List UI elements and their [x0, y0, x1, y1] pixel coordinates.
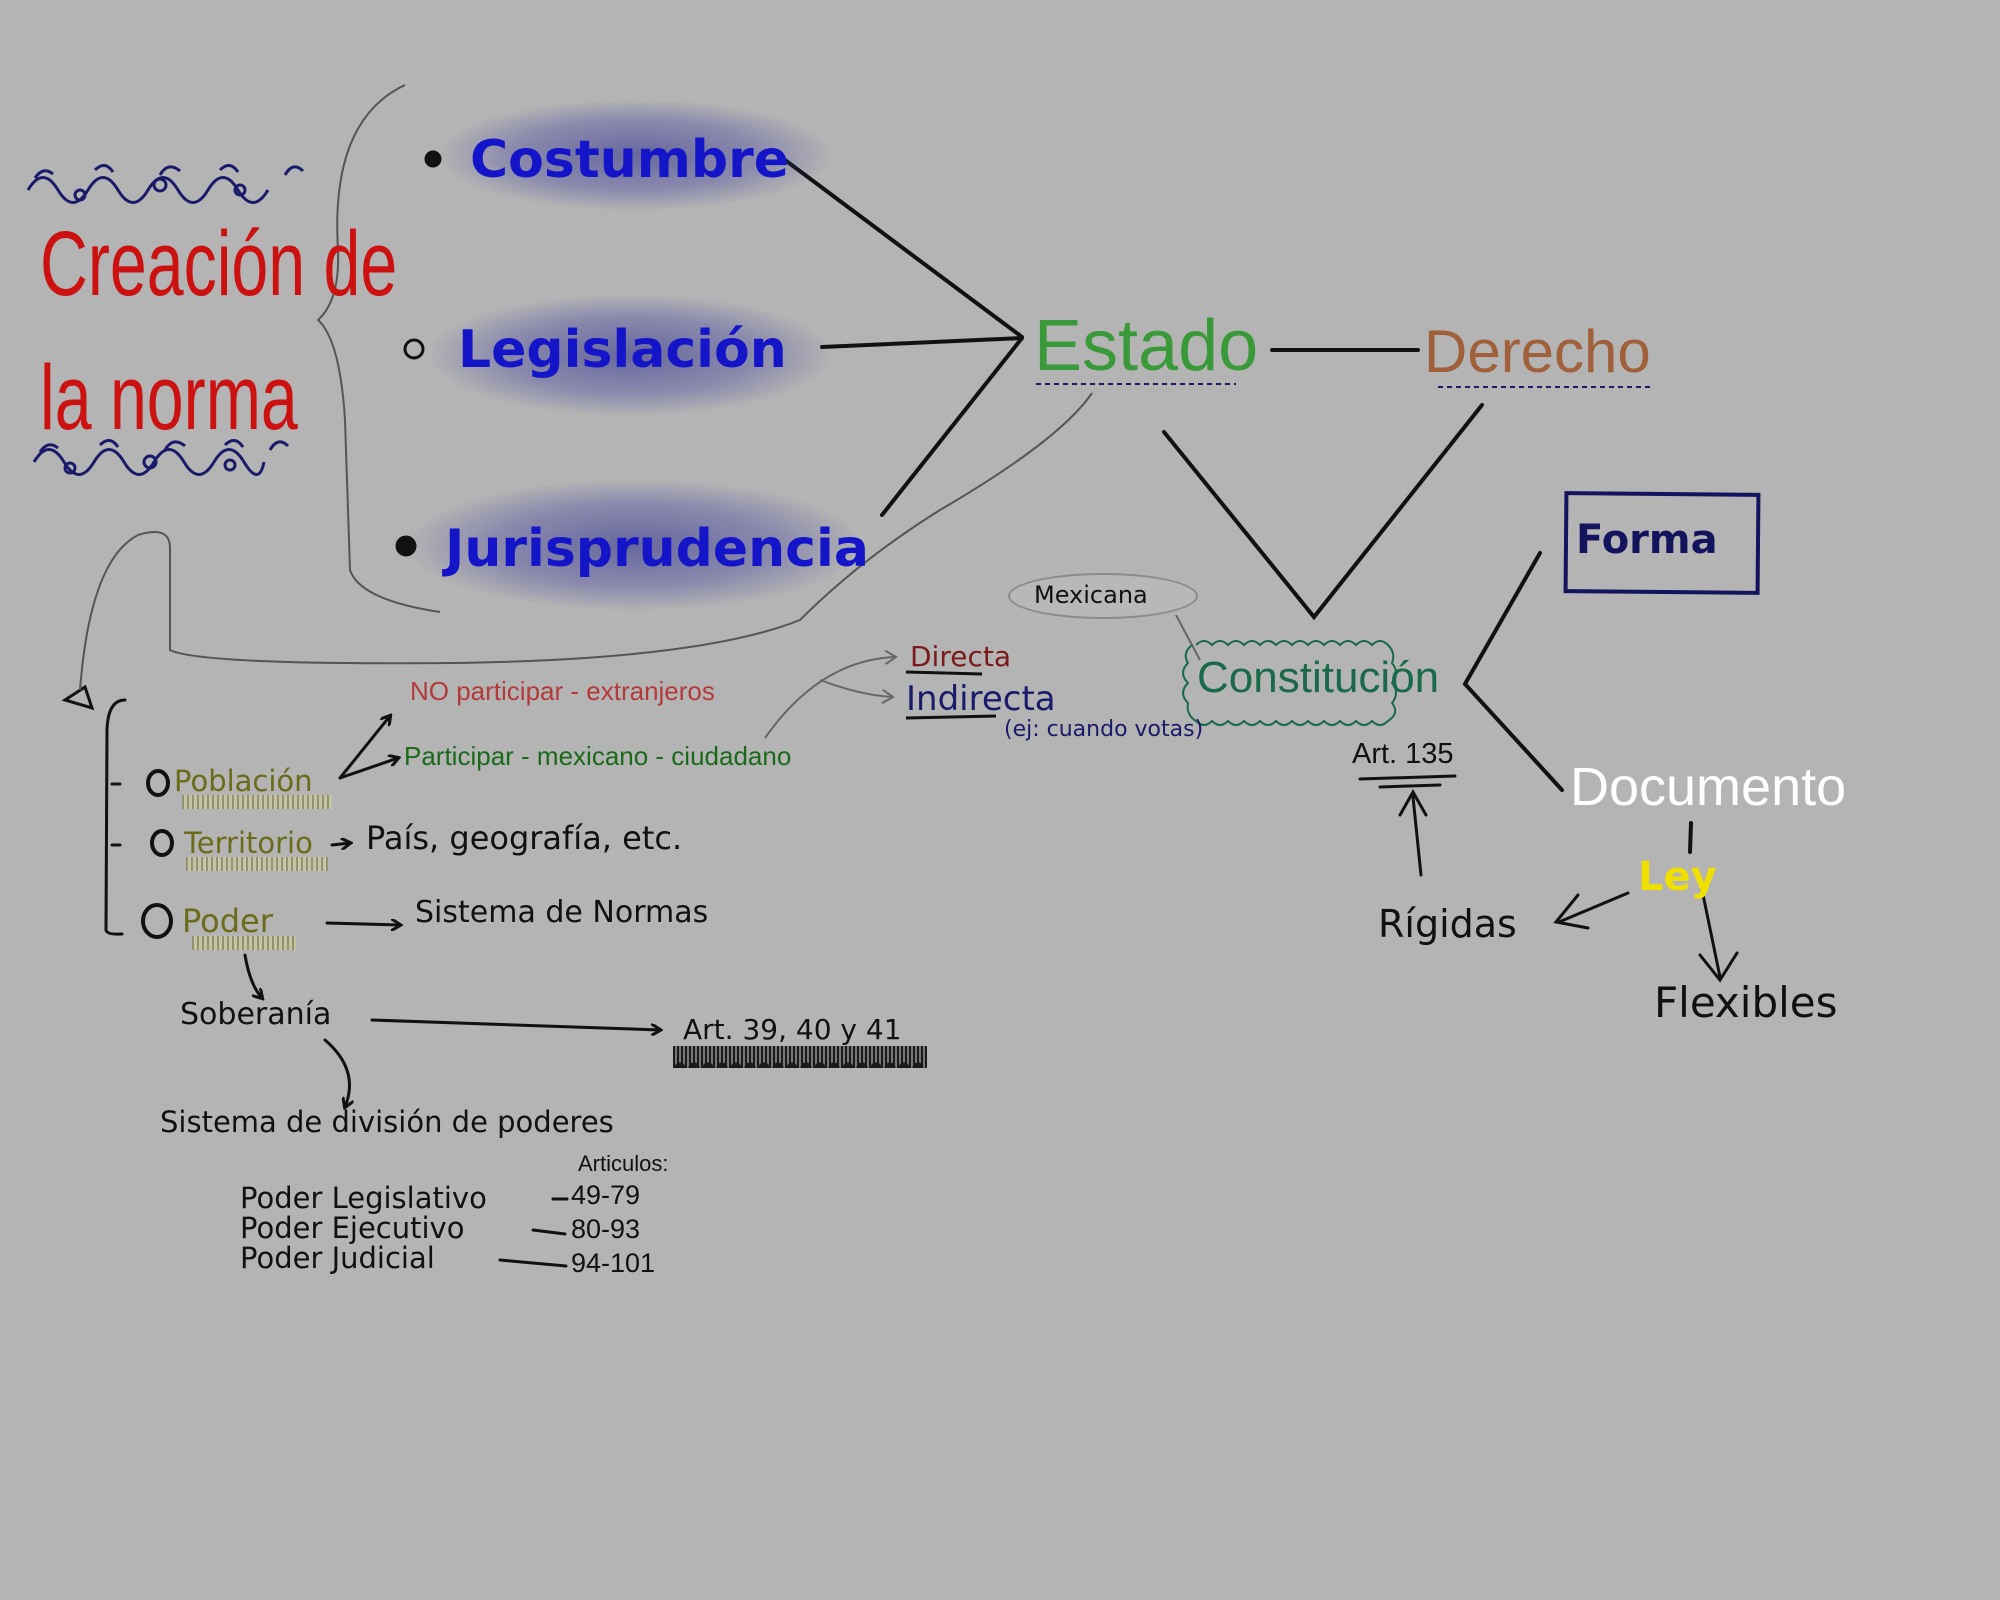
blur-costumbre — [440, 100, 830, 210]
element-poder: Poder — [182, 902, 273, 940]
blur-legislacion — [430, 295, 830, 415]
ornament-top — [26, 164, 305, 204]
arrow-poder-normas — [325, 923, 400, 925]
forma-label: Forma — [1576, 517, 1718, 563]
mexicana-label: Mexicana — [1034, 581, 1148, 609]
rigidas-label: Rígidas — [1378, 902, 1517, 946]
bullet-costumbre — [424, 150, 442, 168]
bullet-poblacion — [146, 769, 170, 797]
arrow-poder-soberania — [243, 953, 262, 998]
arrow-poblacion-participar — [338, 758, 398, 780]
source-costumbre: Costumbre — [470, 130, 790, 190]
source-legislacion: Legislación — [458, 320, 787, 380]
derecho-label: Derecho — [1424, 318, 1651, 385]
articulos-label: Articulos: — [578, 1151, 669, 1176]
ley-label: Ley — [1638, 854, 1717, 900]
articles-judicial: 94-101 — [571, 1248, 656, 1278]
arrow-ley-rigidas — [1557, 891, 1630, 924]
estado-label: Estado — [1034, 306, 1259, 386]
source-jurisprudencia: Jurisprudencia — [445, 519, 869, 579]
articles-ejecutivo: 80-93 — [571, 1214, 641, 1244]
documento-label: Documento — [1570, 757, 1847, 817]
underline-directa — [905, 670, 983, 676]
flexibles-label: Flexibles — [1654, 978, 1838, 1027]
arrow-soberania-division — [323, 1038, 350, 1107]
art135-label: Art. 135 — [1352, 738, 1454, 770]
line-judicial — [498, 1258, 568, 1268]
no-participar-label: NO participar - extranjeros — [410, 676, 715, 706]
soberania-label: Soberanía — [180, 997, 332, 1032]
power-ejecutivo: Poder Ejecutivo — [240, 1211, 465, 1245]
power-legislativo: Poder Legislativo — [240, 1181, 487, 1215]
art39-lace — [673, 1046, 927, 1068]
title-line2: la norma — [40, 347, 298, 449]
articles-legislativo: 49-79 — [571, 1180, 641, 1210]
power-judicial: Poder Judicial — [240, 1241, 435, 1275]
title-brace — [316, 84, 441, 613]
line-ejecutivo — [531, 1228, 567, 1236]
hatch-poder — [192, 936, 296, 950]
arrow-rigidas-art135 — [1411, 795, 1423, 877]
element-territorio: Territorio — [184, 826, 313, 860]
arrow-participar-directa — [764, 657, 895, 739]
line-legislacion-estado — [820, 336, 1024, 349]
directa-label: Directa — [910, 640, 1011, 673]
arrow-territorio-desc — [330, 843, 350, 845]
line-costumbre-estado — [783, 158, 1024, 339]
bullet-legislacion — [403, 338, 425, 360]
title-line1: Creación de — [40, 213, 398, 315]
curve-estado — [79, 392, 1093, 691]
indirecta-note: (ej: cuando votas) — [1004, 717, 1204, 742]
constitucion-label: Constitución — [1197, 653, 1440, 702]
bullet-poder — [141, 903, 173, 939]
participar-label: Participar - mexicano - ciudadano — [404, 741, 792, 771]
hatch-territorio — [186, 857, 328, 871]
line-jurisprudencia-estado — [880, 336, 1024, 517]
hatch-poblacion — [182, 795, 332, 809]
line-documento-ley — [1688, 821, 1693, 854]
line-mexicana-constitucion — [1175, 614, 1201, 661]
underline-indirecta — [905, 714, 997, 720]
division-label: Sistema de división de poderes — [160, 1105, 614, 1139]
arrow-participar-indirecta — [819, 679, 892, 697]
blur-jurisprudencia — [410, 480, 860, 610]
art39-label: Art. 39, 40 y 41 — [683, 1013, 902, 1046]
arrow-poblacion-no — [338, 716, 390, 780]
element-poblacion: Población — [174, 764, 313, 798]
mexicana-bubble — [1008, 573, 1198, 619]
poder-desc: Sistema de Normas — [415, 895, 709, 930]
arrow-soberania-art — [370, 1018, 660, 1030]
line-v-constitucion — [1162, 403, 1484, 621]
territorio-desc: País, geografía, etc. — [366, 819, 683, 857]
constitucion-frame — [1182, 640, 1397, 726]
arrow-ley-flexibles — [1698, 878, 1722, 979]
indirecta-label: Indirecta — [906, 679, 1056, 719]
line-forma-documento — [1462, 551, 1564, 792]
ornament-bottom — [32, 439, 290, 476]
bullet-territorio — [150, 829, 174, 857]
elements-bracket — [104, 698, 127, 936]
